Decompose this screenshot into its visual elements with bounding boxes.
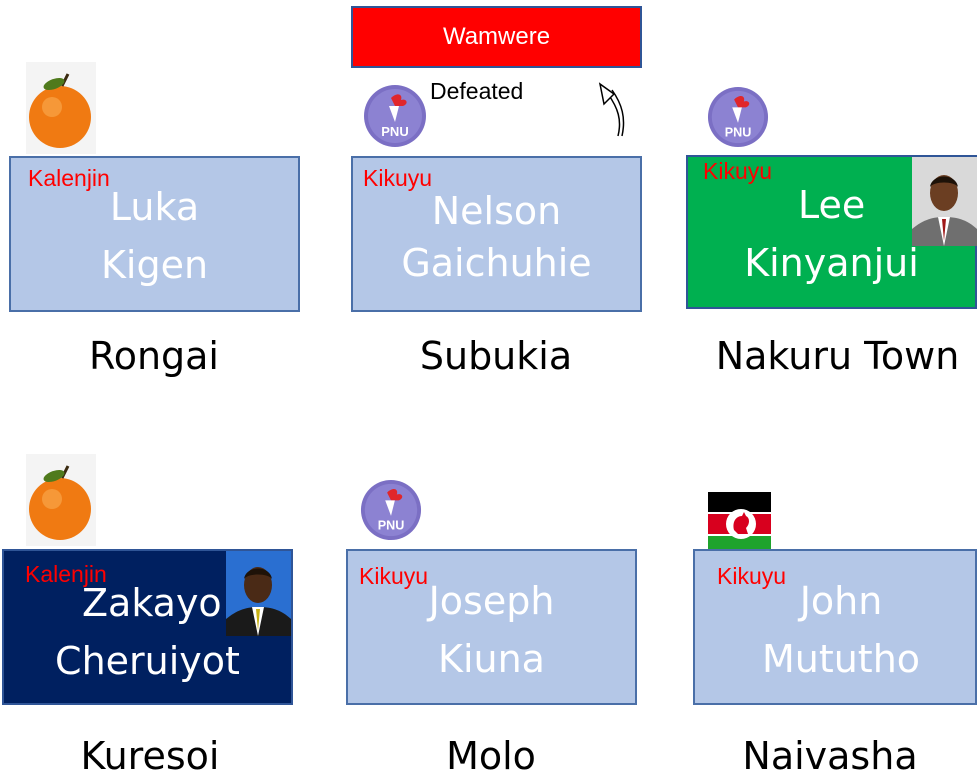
candidate-name-first: Zakayo	[82, 581, 222, 625]
pnu-logo-icon: PNU	[707, 86, 769, 148]
candidate-name-first: Luka	[109, 185, 200, 229]
constituency-label: Rongai	[89, 334, 219, 378]
candidate-photo	[226, 551, 291, 636]
pnu-logo-text: PNU	[725, 125, 752, 139]
pnu-logo-text: PNU	[381, 124, 408, 139]
constituency-label: Molo	[446, 734, 536, 778]
pnu-logo-text: PNU	[378, 518, 405, 532]
orange-icon	[26, 454, 96, 546]
candidate-name-last: Cheruiyot	[55, 639, 240, 683]
candidate-name-last: Kinyanjui	[744, 241, 919, 285]
tribe-label: Kalenjin	[28, 165, 110, 191]
constituency-label: Naivasha	[742, 734, 918, 778]
curved-arrow-icon	[598, 82, 625, 137]
candidate-box	[9, 156, 300, 312]
candidate-box	[693, 549, 977, 705]
tribe-label: Kikuyu	[363, 165, 433, 191]
candidate-box	[346, 549, 637, 705]
constituency-label: Kuresoi	[80, 734, 220, 778]
pnu-logo-icon: PNU	[360, 479, 422, 541]
pnu-logo-icon: PNU	[364, 85, 426, 147]
tribe-label: Kalenjin	[25, 561, 107, 587]
candidate-name-first: John	[799, 579, 883, 623]
orange-icon	[26, 62, 96, 154]
wamwere-banner: Wamwere	[351, 6, 642, 68]
candidate-name-last: Gaichuhie	[401, 241, 592, 285]
candidate-name-first: Joseph	[428, 579, 555, 623]
candidate-name-last: Kigen	[100, 243, 209, 287]
candidate-name-first: Nelson	[431, 189, 562, 233]
defeated-label: Defeated	[430, 78, 524, 104]
candidate-photo	[912, 157, 977, 246]
tribe-label: Kikuyu	[359, 563, 429, 589]
constituency-label: Nakuru Town	[715, 334, 960, 378]
kanu-flag-icon	[708, 492, 771, 556]
constituency-label: Subukia	[419, 334, 573, 378]
tribe-label: Kikuyu	[717, 563, 787, 589]
candidate-name-last: Mututho	[761, 637, 921, 681]
candidate-box	[351, 156, 642, 312]
candidate-name-first: Lee	[798, 183, 866, 227]
tribe-label: Kikuyu	[703, 158, 773, 184]
candidate-name-last: Kiuna	[438, 637, 545, 681]
